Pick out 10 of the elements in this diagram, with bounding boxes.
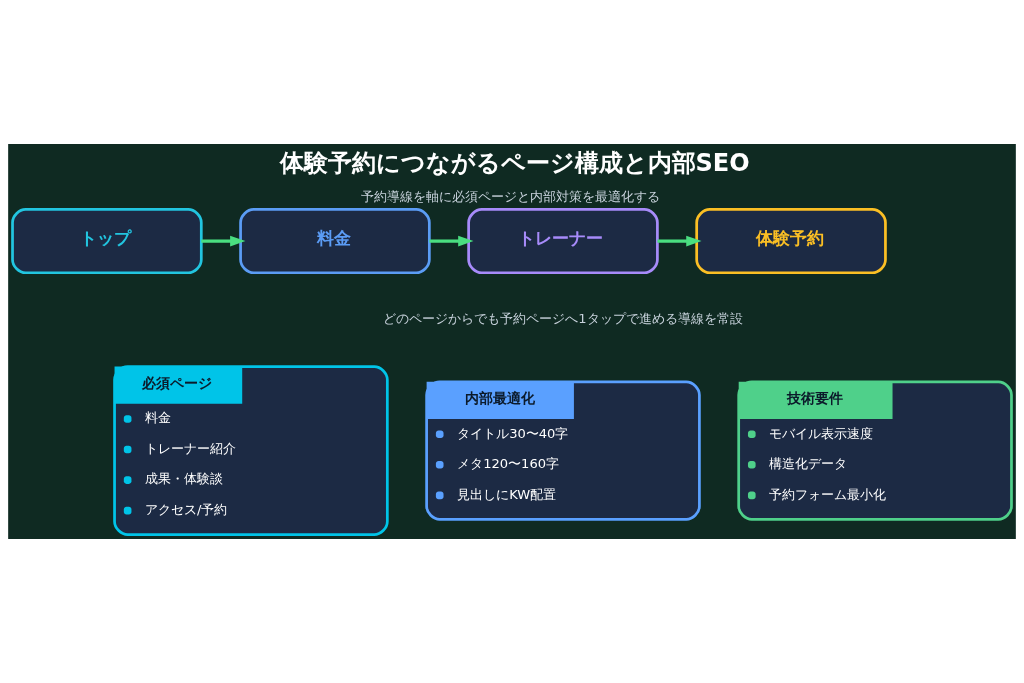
node-box: トレーナー [467, 208, 659, 275]
arrow [201, 235, 246, 247]
node-box: 体験予約 [695, 208, 887, 275]
node-box: トップ [11, 208, 203, 275]
diagram-title: 体験予約につながるページ構成と内部SEO [279, 148, 750, 177]
label: どのページからでも予約ページへ1タップで進める導線を常設 [383, 311, 743, 327]
arrow [657, 235, 702, 247]
arrow [429, 235, 474, 247]
node-box: 料金 [239, 208, 431, 275]
caption: 予約導線を軸に必須ページと内部対策を最適化する [360, 189, 660, 205]
